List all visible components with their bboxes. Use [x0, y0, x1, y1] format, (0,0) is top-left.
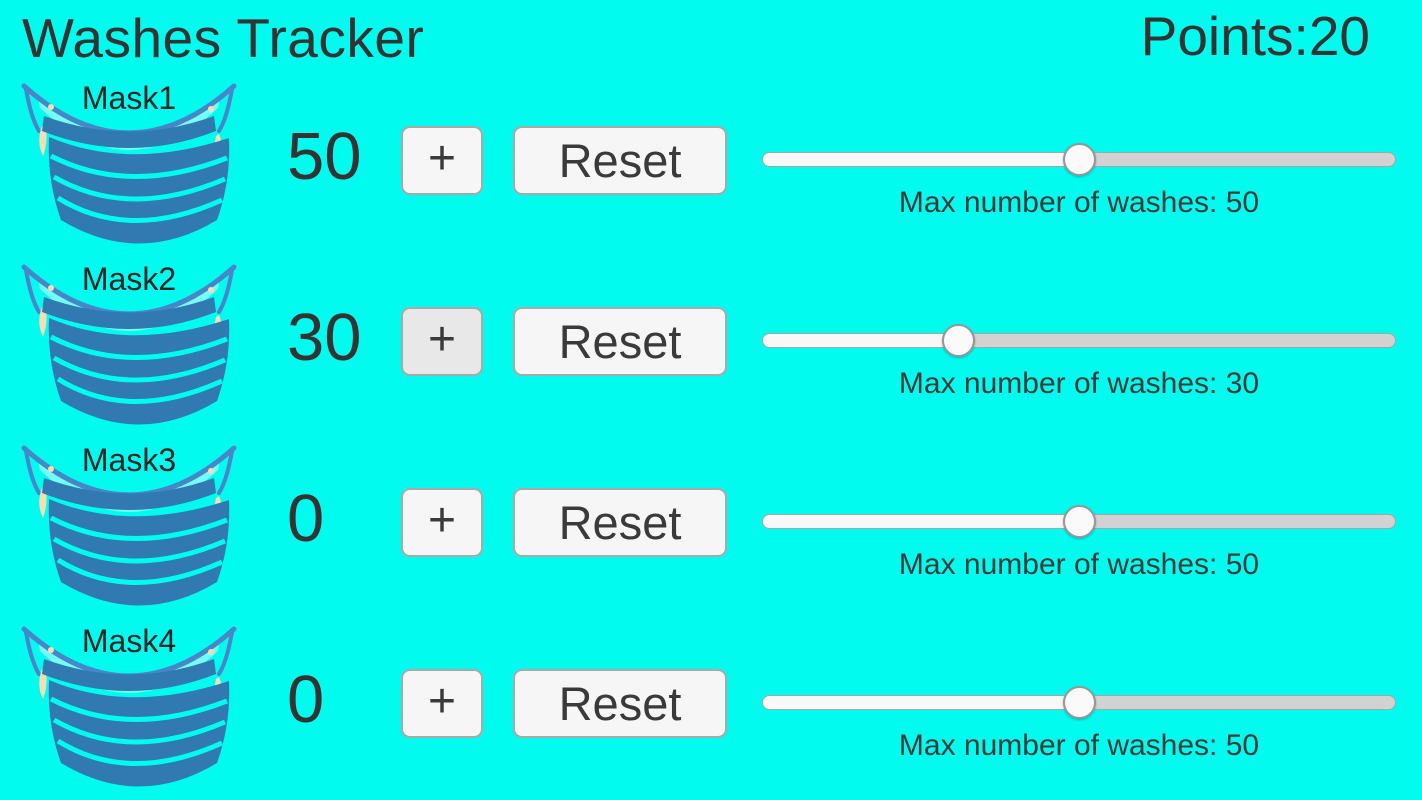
slider-thumb[interactable]: [1062, 143, 1096, 176]
max-washes-slider[interactable]: [762, 505, 1396, 538]
slider-thumb[interactable]: [1062, 505, 1096, 538]
slider-fill: [763, 153, 1079, 166]
face-mask-image: [21, 264, 237, 425]
face-mask-image: [21, 626, 237, 787]
face-mask-image: [21, 445, 237, 606]
max-washes-label: Max number of washes: 30: [898, 367, 1260, 400]
reset-button[interactable]: Reset: [513, 126, 727, 195]
max-washes-slider[interactable]: [762, 143, 1396, 176]
wash-count: 30: [287, 300, 362, 375]
face-mask-image: [21, 83, 237, 244]
mask-icon: Mask3: [14, 438, 244, 608]
mask-name-label: Mask1: [81, 80, 177, 116]
mask-row: Mask2 30 + Reset Max number of washes: 3…: [0, 257, 1422, 438]
mask-name-label: Mask4: [81, 623, 177, 659]
mask-row: Mask1 50 + Reset Max number of washes: 5…: [0, 76, 1422, 257]
max-washes-label: Max number of washes: 50: [898, 186, 1260, 219]
mask-row: Mask4 0 + Reset Max number of washes: 50: [0, 619, 1422, 800]
increment-button[interactable]: +: [401, 126, 483, 195]
wash-count: 0: [287, 481, 325, 556]
wash-count: 0: [287, 662, 325, 737]
wash-count: 50: [287, 119, 362, 194]
mask-icon: Mask4: [14, 619, 244, 789]
slider-fill: [763, 696, 1079, 709]
slider-thumb[interactable]: [942, 324, 976, 357]
max-washes-label: Max number of washes: 50: [898, 729, 1260, 762]
points-value: 20: [1308, 5, 1370, 67]
reset-button[interactable]: Reset: [513, 488, 727, 557]
slider-thumb[interactable]: [1062, 686, 1096, 719]
slider-fill: [763, 515, 1079, 528]
increment-button[interactable]: +: [401, 488, 483, 557]
reset-button[interactable]: Reset: [513, 669, 727, 738]
reset-button[interactable]: Reset: [513, 307, 727, 376]
max-washes-slider[interactable]: [762, 324, 1396, 357]
mask-row: Mask3 0 + Reset Max number of washes: 50: [0, 438, 1422, 619]
points-display: Points:20: [1141, 4, 1370, 68]
points-label: Points:: [1140, 5, 1309, 67]
slider-fill: [763, 334, 960, 347]
mask-icon: Mask1: [14, 76, 244, 246]
mask-icon: Mask2: [14, 257, 244, 427]
increment-button[interactable]: +: [401, 669, 483, 738]
slider-track[interactable]: [762, 333, 1396, 348]
mask-rows: Mask1 50 + Reset Max number of washes: 5…: [0, 76, 1422, 800]
mask-name-label: Mask2: [81, 261, 177, 297]
increment-button[interactable]: +: [401, 307, 483, 376]
max-washes-label: Max number of washes: 50: [898, 548, 1260, 581]
mask-name-label: Mask3: [81, 442, 177, 478]
max-washes-slider[interactable]: [762, 686, 1396, 719]
page-title: Washes Tracker: [22, 7, 425, 69]
